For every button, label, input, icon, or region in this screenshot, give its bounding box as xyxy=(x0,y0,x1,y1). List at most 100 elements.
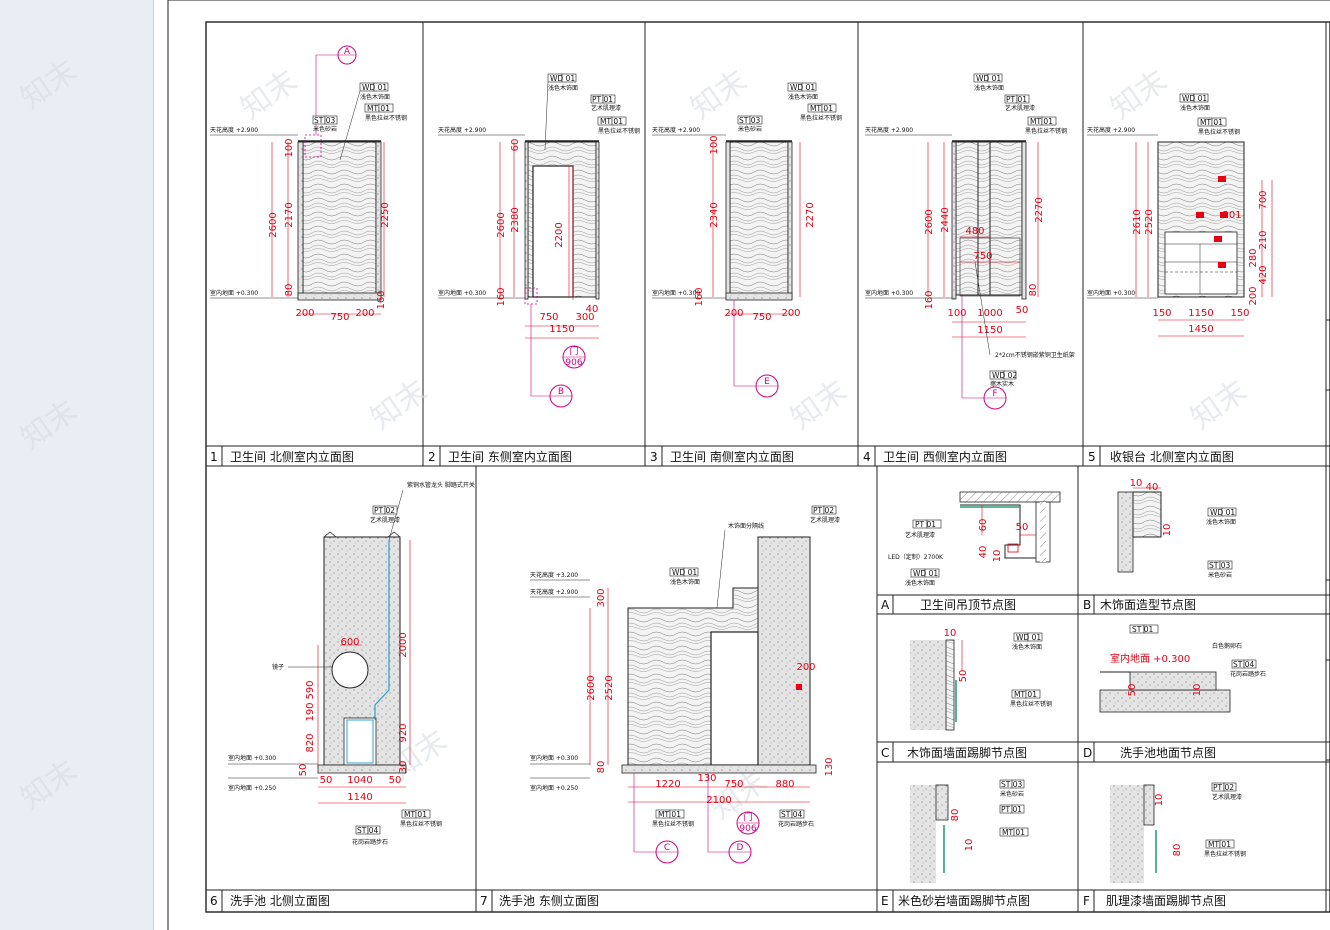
svg-text:室内地面 +0.250: 室内地面 +0.250 xyxy=(530,784,578,792)
svg-text:米色砂岩: 米色砂岩 xyxy=(313,125,337,133)
svg-text:知末: 知末 xyxy=(15,53,84,116)
svg-text:黑色拉丝不锈钢: 黑色拉丝不锈钢 xyxy=(1204,850,1246,858)
caption-num: D xyxy=(1083,746,1092,760)
svg-text:艺术肌理漆: 艺术肌理漆 xyxy=(1212,793,1242,801)
dim-label: 200 xyxy=(295,308,314,319)
dim-label: 130 xyxy=(697,773,716,784)
dim-label: 80 xyxy=(1172,844,1183,857)
svg-text:PT 01: PT 01 xyxy=(1001,805,1022,814)
dim-label: 2170 xyxy=(284,202,295,227)
dim-label: 10 xyxy=(1162,524,1173,537)
svg-text:花岗岩踏步石: 花岗岩踏步石 xyxy=(352,838,388,846)
note-led: LED（定制）2700K xyxy=(888,553,944,561)
dim-label: 160 xyxy=(694,287,705,306)
dim-label: 201 xyxy=(1222,210,1241,221)
svg-text:门: 门 xyxy=(569,345,578,357)
dim-label: 10 xyxy=(944,628,957,639)
dim-label: 1150 xyxy=(549,324,574,335)
svg-text:室内地面 +0.300: 室内地面 +0.300 xyxy=(530,754,578,762)
dim-label: 750 xyxy=(539,312,558,323)
dim-label: 50 xyxy=(958,670,969,683)
dim-label: 1150 xyxy=(1188,308,1213,319)
svg-text:MT 01: MT 01 xyxy=(1030,117,1053,126)
svg-text:黑色拉丝不锈钢: 黑色拉丝不锈钢 xyxy=(598,127,640,135)
dim-label: 480 xyxy=(965,226,984,237)
svg-text:PT 02: PT 02 xyxy=(374,506,395,515)
caption-num: 2 xyxy=(428,450,436,464)
dim-label: 2610 xyxy=(1132,209,1143,234)
dim-label: 2270 xyxy=(1034,197,1045,222)
svg-text:黑色拉丝不锈钢: 黑色拉丝不锈钢 xyxy=(365,114,407,122)
dim-label: 2600 xyxy=(924,209,935,234)
svg-text:WD 01: WD 01 xyxy=(550,74,575,83)
viewer-side-panel xyxy=(0,0,154,930)
svg-text:浅色木饰面: 浅色木饰面 xyxy=(788,93,818,101)
svg-text:浅色木饰面: 浅色木饰面 xyxy=(1180,104,1210,112)
dim-label: 920 xyxy=(398,723,409,742)
svg-text:知末: 知末 xyxy=(15,393,84,456)
caption-num: E xyxy=(881,894,889,908)
dim-label: 420 xyxy=(1258,265,1269,284)
dim-label: 60 xyxy=(510,139,521,152)
caption-title: 洗手池 北侧立面图 xyxy=(230,893,330,908)
svg-text:室内地面 +0.300: 室内地面 +0.300 xyxy=(228,754,276,762)
dim-label: 600 xyxy=(340,637,359,648)
dim-label: 2250 xyxy=(380,202,391,227)
svg-text:浅色木饰面: 浅色木饰面 xyxy=(905,579,935,587)
svg-text:WD 01: WD 01 xyxy=(913,569,938,578)
dim-label: 30 xyxy=(398,761,409,774)
note-paper-holder: 2*2cm不锈钢嵌紫铜卫生纸架 xyxy=(995,351,1075,359)
svg-text:艺术肌理漆: 艺术肌理漆 xyxy=(1005,104,1035,112)
svg-text:天花高度 +2.900: 天花高度 +2.900 xyxy=(438,126,486,134)
ref-mark-d: D xyxy=(737,843,744,853)
svg-text:黑色拉丝不锈钢: 黑色拉丝不锈钢 xyxy=(1010,700,1052,708)
caption-num: F xyxy=(1083,894,1090,908)
dim-label: 40 xyxy=(1146,482,1159,493)
dim-label: 1450 xyxy=(1188,324,1213,335)
captions xyxy=(221,446,1101,912)
caption-labels: 1 卫生间 北侧室内立面图 2 卫生间 东侧室内立面图 3 卫生间 南侧室内立面… xyxy=(210,449,1234,908)
note-wood-line: 木饰面分隔线 xyxy=(728,522,764,530)
svg-text:花岗岩踏步石: 花岗岩踏步石 xyxy=(1230,670,1266,678)
svg-text:艺术肌理漆: 艺术肌理漆 xyxy=(591,104,621,112)
svg-text:ST 04: ST 04 xyxy=(357,826,378,835)
svg-text:MT 01: MT 01 xyxy=(1014,690,1037,699)
svg-text:天花高度 +2.900: 天花高度 +2.900 xyxy=(865,126,913,134)
svg-text:室内地面 +0.300: 室内地面 +0.300 xyxy=(652,289,700,297)
caption-num: 5 xyxy=(1088,450,1096,464)
material-tag: MT 01 xyxy=(367,104,390,113)
svg-text:906: 906 xyxy=(565,358,582,368)
dim-label: 10 xyxy=(964,839,975,852)
dim-label: 1150 xyxy=(977,325,1002,336)
svg-text:WD 02: WD 02 xyxy=(992,371,1017,380)
svg-text:室内地面 +0.300: 室内地面 +0.300 xyxy=(438,289,486,297)
svg-text:天花高度 +2.900: 天花高度 +2.900 xyxy=(652,126,700,134)
dim-label: 160 xyxy=(924,290,935,309)
dim-label: 2340 xyxy=(709,202,720,227)
caption-title: 米色砂岩墙面踢脚节点图 xyxy=(898,893,1030,908)
svg-text:PT 01: PT 01 xyxy=(592,95,613,104)
svg-text:WD 01: WD 01 xyxy=(672,568,697,577)
svg-text:浅色木饰面: 浅色木饰面 xyxy=(1206,518,1236,526)
ref-mark-f: F xyxy=(992,389,997,399)
dim-label: 700 xyxy=(1258,190,1269,209)
ref-mark-a: A xyxy=(344,47,351,57)
svg-text:门: 门 xyxy=(743,811,752,823)
dim-label: 200 xyxy=(1248,286,1259,305)
dim-label: 2520 xyxy=(604,675,615,700)
dim-label: 40 xyxy=(978,546,989,559)
svg-text:PT 02: PT 02 xyxy=(813,506,834,515)
svg-text:PT 01: PT 01 xyxy=(915,520,936,529)
svg-text:PT 01: PT 01 xyxy=(1006,95,1027,104)
svg-text:室内地面 +0.250: 室内地面 +0.250 xyxy=(228,784,276,792)
caption-title: 卫生间 西侧室内立面图 xyxy=(883,449,1007,464)
dim-label: 200 xyxy=(355,308,374,319)
sheet-margin xyxy=(154,0,168,930)
svg-text:MT 01: MT 01 xyxy=(600,117,623,126)
caption-num: C xyxy=(881,746,889,760)
svg-text:知末: 知末 xyxy=(235,63,304,126)
svg-text:浅色木饰面: 浅色木饰面 xyxy=(1012,643,1042,651)
svg-text:MT 01: MT 01 xyxy=(1002,828,1025,837)
svg-text:906: 906 xyxy=(739,824,756,834)
